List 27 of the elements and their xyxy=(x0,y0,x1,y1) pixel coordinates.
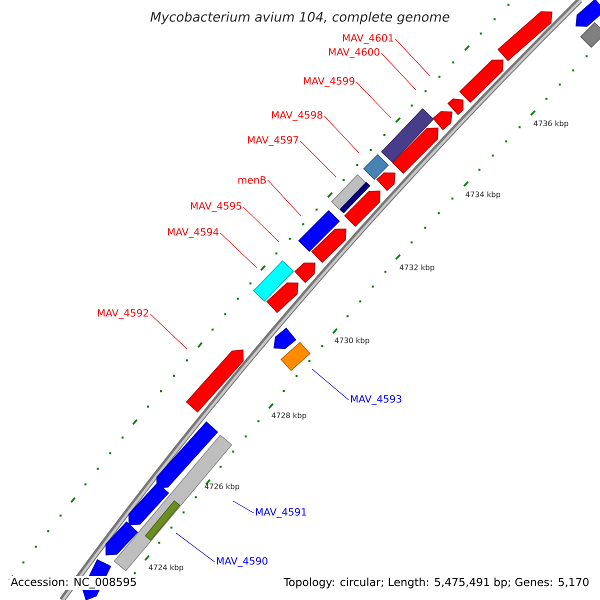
leader-line xyxy=(150,314,188,350)
gene-label: MAV_4594 xyxy=(168,228,218,238)
map-title: Mycobacterium avium 104, complete genome xyxy=(150,12,450,24)
accession-text: Accession: NC_008595 xyxy=(9,576,138,590)
leader-line xyxy=(324,116,360,154)
genome-info-text: Topology: circular; Length: 5,475,491 bp; Genes: 5,170 xyxy=(282,576,591,590)
leader-line xyxy=(267,180,302,216)
gene-label: MAV_4600 xyxy=(328,48,380,58)
gene-label: MAV_4599 xyxy=(304,77,354,87)
gene-label: MAV_4598 xyxy=(272,111,322,121)
leader-line xyxy=(312,368,350,400)
gene-label: MAV_4597 xyxy=(248,136,298,146)
gene-label: menB xyxy=(238,176,266,184)
leader-line xyxy=(242,206,280,242)
leader-line xyxy=(380,52,416,90)
leader-line xyxy=(300,140,336,178)
gene-label: MAV_4593 xyxy=(350,395,402,405)
leader-line xyxy=(220,232,258,268)
leader-line xyxy=(394,38,430,76)
gene-label: MAV_4595 xyxy=(190,202,242,212)
gene-label: MAV_4590 xyxy=(216,557,268,567)
gene-label: MAV_4591 xyxy=(256,508,306,518)
leader-line xyxy=(232,500,254,514)
gene-label: MAV_4592 xyxy=(98,309,148,319)
leader-line xyxy=(356,82,392,118)
leader-line xyxy=(176,532,216,562)
gene-label: MAV_4601 xyxy=(342,34,394,44)
